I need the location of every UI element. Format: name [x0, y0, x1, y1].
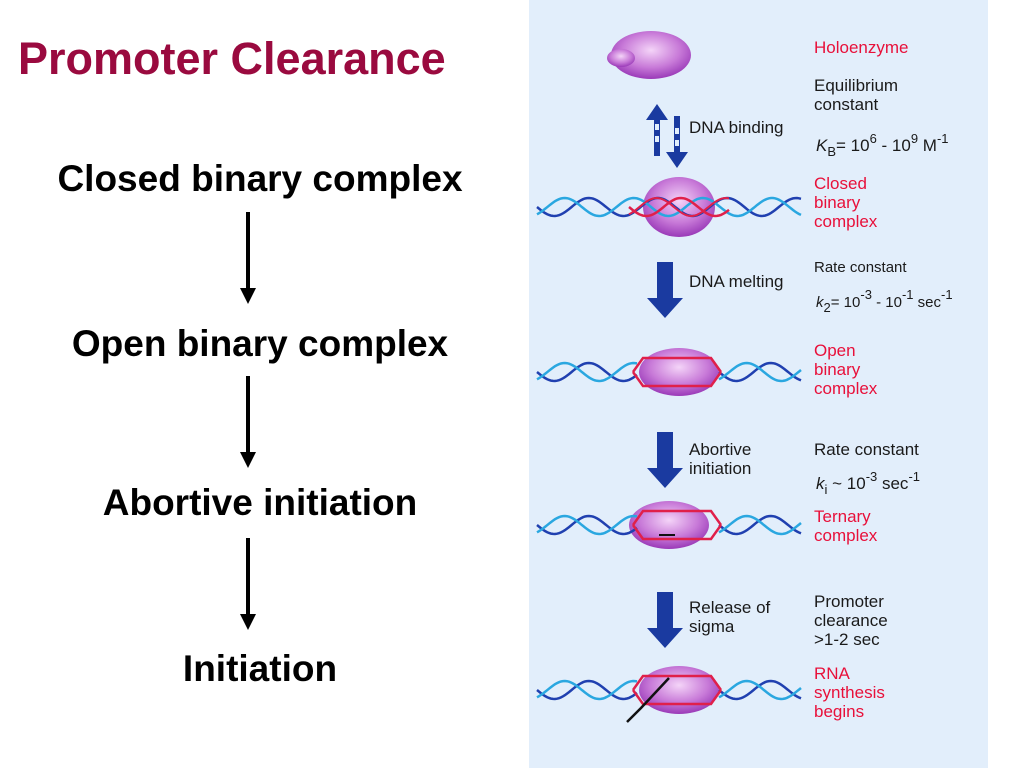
step-closed-binary-complex: Closed binary complex — [57, 158, 463, 199]
label-rate-constant-1: Rate constant — [814, 259, 907, 276]
polymerase-ternary-complex — [629, 501, 709, 549]
formula-ki: ki ~ 10-3 sec-1 — [816, 469, 920, 497]
rna-strand — [626, 677, 670, 723]
dna-open-complex — [536, 348, 802, 396]
formula-kb: KB= 106 - 109 M-1 — [816, 131, 949, 159]
label-rate-constant-2: Rate constant — [814, 440, 919, 459]
down-arrow-1 — [240, 212, 256, 304]
formula-k2: k2= 10-3 - 10-1 sec-1 — [816, 287, 953, 315]
polymerase-closed-complex — [643, 177, 715, 237]
polymerase-open-complex — [639, 348, 719, 396]
release-of-sigma-arrow-icon — [647, 592, 683, 648]
holoenzyme-shape — [607, 31, 691, 79]
polymerase-rna-synthesis — [639, 666, 719, 714]
label-holoenzyme: Holoenzyme — [814, 38, 909, 57]
abortive-initiation-arrow-icon — [647, 432, 683, 488]
down-arrow-3 — [240, 538, 256, 630]
page-title: Promoter Clearance — [18, 33, 446, 84]
dna-melting-arrow-icon — [647, 262, 683, 318]
label-dna-melting: DNA melting — [689, 272, 784, 291]
step-initiation: Initiation — [182, 648, 338, 689]
dna-rna-synthesis — [536, 666, 802, 723]
dna-ternary-complex — [536, 501, 802, 549]
step-open-binary-complex: Open binary complex — [71, 323, 449, 364]
down-arrow-2 — [240, 376, 256, 468]
step-abortive-initiation: Abortive initiation — [102, 482, 418, 523]
mechanism-graphics — [536, 31, 802, 723]
dna-binding-double-arrow-icon — [646, 104, 688, 168]
label-dna-binding: DNA binding — [689, 118, 784, 137]
dna-closed-complex — [536, 177, 802, 237]
